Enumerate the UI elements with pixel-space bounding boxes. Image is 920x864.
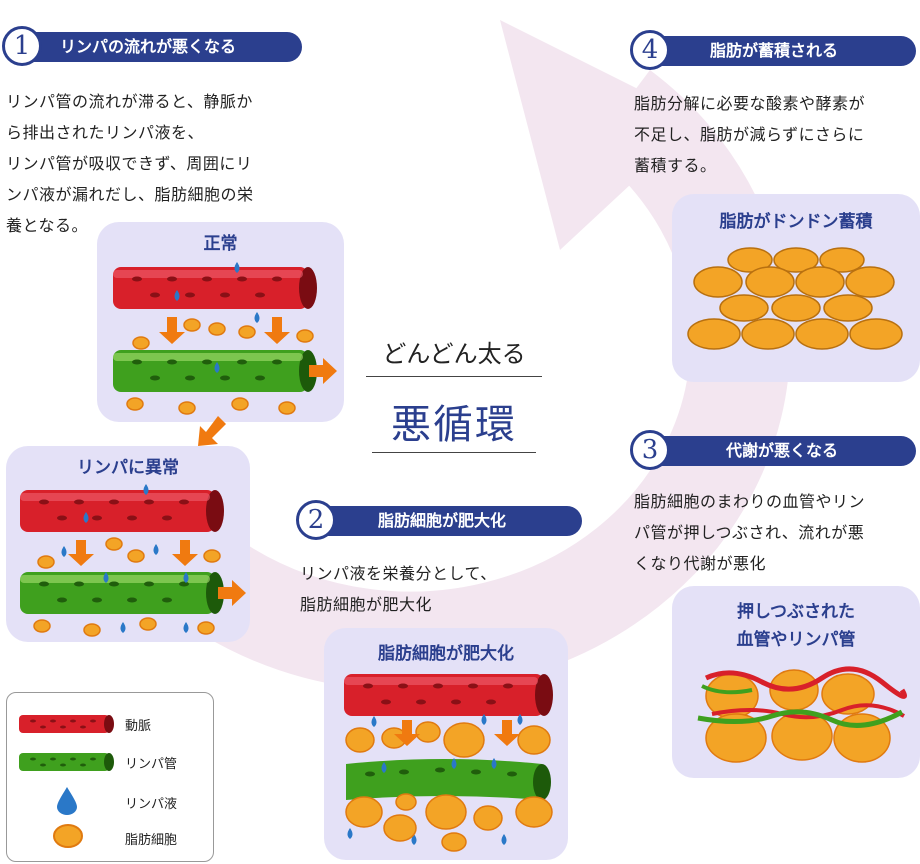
step-2-description: リンパ液を栄養分として、 脂肪細胞が肥大化 xyxy=(300,564,497,614)
step-3-header: 代謝が悪くなる 3 xyxy=(630,430,916,470)
step-2-title: 脂肪細胞が肥大化 xyxy=(316,506,582,536)
orange-down-arrow xyxy=(198,416,226,446)
legend-lymph-drop-label: リンパ液 xyxy=(125,797,178,812)
step-1-description: リンパ管の流れが滞ると、静脈か ら排出されたリンパ液を、 リンパ管が吸収できず、… xyxy=(6,92,254,235)
lymph-vessel xyxy=(113,350,317,392)
panel-crushed: 押しつぶされた 血管やリンパ管 xyxy=(672,586,920,778)
legend: 動脈 リンパ管 リンパ液 脂肪細胞 xyxy=(6,692,214,862)
abnormal-illustration xyxy=(20,484,246,637)
legend-lymph-vessel-label: リンパ管 xyxy=(125,757,178,772)
step-4-title: 脂肪が蓄積される xyxy=(650,36,916,66)
panel-abnormal: リンパに異常 xyxy=(6,446,250,642)
enlarged-illustration xyxy=(344,674,553,852)
legend-lymph-vessel-icon xyxy=(19,753,114,771)
artery-vessel xyxy=(344,674,553,716)
step-4-header: 脂肪が蓄積される 4 xyxy=(630,30,916,70)
step-1-header: リンパの流れが悪くなる 1 xyxy=(2,26,302,66)
step-1-title: リンパの流れが悪くなる xyxy=(22,32,302,62)
center-divider-bottom xyxy=(372,452,536,453)
step-3-description: 脂肪細胞のまわりの血管やリン パ管が押しつぶされ、流れが悪 くなり代謝が悪化 xyxy=(634,492,866,573)
panel-crushed-title-1: 押しつぶされた xyxy=(737,602,855,622)
panel-accumulate: 脂肪がドンドン蓄積 xyxy=(672,194,920,382)
lymph-vessel xyxy=(20,572,224,614)
crushed-lymph xyxy=(697,709,904,728)
center-subtitle: どんどん太る xyxy=(382,340,526,368)
center-title: 悪循環 xyxy=(391,402,517,448)
legend-fat-cell-icon xyxy=(53,824,83,848)
lymph-vessel xyxy=(346,759,542,800)
panel-abnormal-title: リンパに異常 xyxy=(77,458,179,478)
normal-illustration xyxy=(113,262,337,415)
legend-fat-cell-label: 脂肪細胞 xyxy=(125,833,178,848)
step-2-header: 脂肪細胞が肥大化 2 xyxy=(296,500,582,540)
artery-vessel xyxy=(20,490,224,532)
panel-normal-title: 正常 xyxy=(203,234,238,254)
crushed-artery xyxy=(704,666,907,699)
panel-normal: 正常 xyxy=(97,222,344,422)
panel-accumulate-title: 脂肪がドンドン蓄積 xyxy=(719,212,873,232)
cycle-arrow-head xyxy=(500,20,700,250)
legend-artery-label: 動脈 xyxy=(125,719,152,734)
panel-crushed-title-2: 血管やリンパ管 xyxy=(736,630,856,650)
accumulate-illustration xyxy=(687,247,903,350)
crushed-illustration xyxy=(697,666,907,763)
panel-enlarged: 脂肪細胞が肥大化 xyxy=(324,628,568,860)
step-4-description: 脂肪分解に必要な酸素や酵素が 不足し、脂肪が減らずにさらに 蓄積する。 xyxy=(634,94,866,175)
legend-lymph-drop-icon xyxy=(57,787,77,815)
step-1-number: 1 xyxy=(2,26,42,66)
panel-enlarged-title: 脂肪細胞が肥大化 xyxy=(378,644,514,664)
step-3-number: 3 xyxy=(630,430,670,470)
center-divider-top xyxy=(366,376,542,377)
step-4-number: 4 xyxy=(630,30,670,70)
step-3-title: 代謝が悪くなる xyxy=(650,436,916,466)
artery-vessel xyxy=(113,267,317,309)
step-2-number: 2 xyxy=(296,500,336,540)
legend-artery-icon xyxy=(19,715,114,733)
